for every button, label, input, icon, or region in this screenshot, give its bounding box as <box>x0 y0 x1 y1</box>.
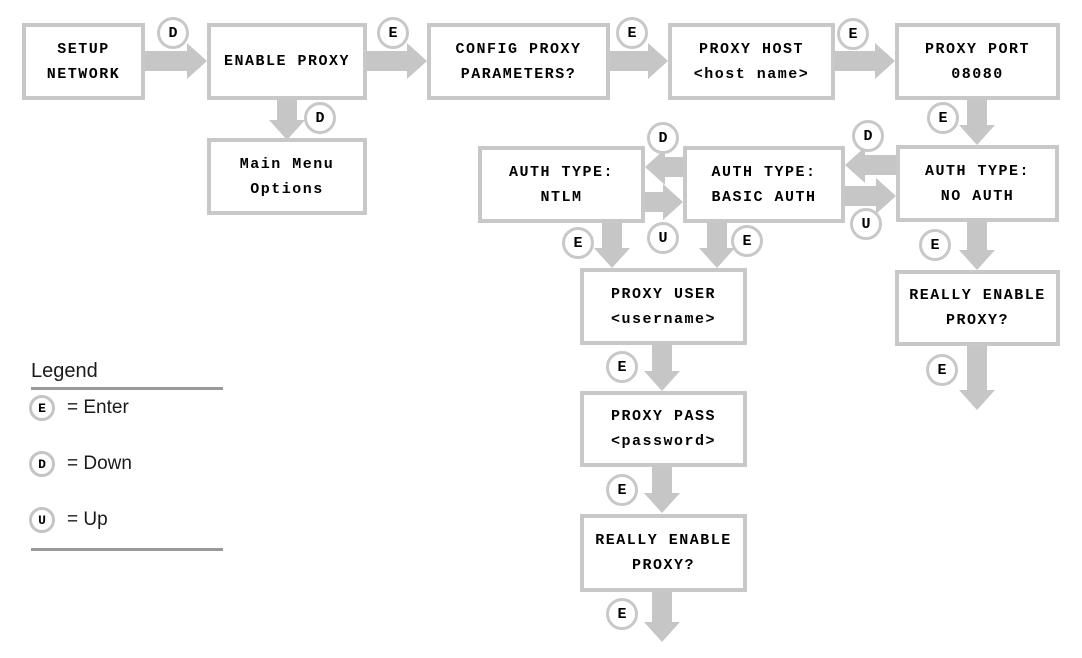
node-really-enable-proxy-right: REALLY ENABLE PROXY? <box>895 270 1060 346</box>
key-badge-e-port-to-no-auth: E <box>927 102 959 134</box>
legend-item-label: = Up <box>67 509 108 530</box>
enter-key-icon: E <box>29 395 55 421</box>
node-setup-network: SETUP NETWORK <box>22 23 145 100</box>
arrow-enable-to-main-menu <box>269 100 305 140</box>
node-proxy-host: PROXY HOST <host name> <box>668 23 835 100</box>
node-proxy-user: PROXY USER <username> <box>580 268 747 345</box>
key-badge-d-basic-to-ntlm: D <box>647 122 679 154</box>
node-proxy-pass: PROXY PASS <password> <box>580 391 747 467</box>
down-key-icon: D <box>29 451 55 477</box>
key-badge-d-no-auth-to-basic: D <box>852 120 884 152</box>
key-badge-d-setup-to-enable: D <box>157 17 189 49</box>
key-badge-u-ntlm-to-basic: U <box>647 222 679 254</box>
key-badge-e-basic-to-user: E <box>731 225 763 257</box>
arrow-basic-to-user <box>699 223 735 268</box>
key-badge-e-ntlm-to-user: E <box>562 227 594 259</box>
node-main-menu-options: Main Menu Options <box>207 138 367 215</box>
arrow-config-to-host <box>610 43 668 79</box>
key-badge-u-basic-to-no-auth: U <box>850 208 882 240</box>
key-badge-d-enable-to-main-menu: D <box>304 102 336 134</box>
arrow-pass-to-really <box>644 467 680 513</box>
key-badge-e-config-to-host: E <box>616 17 648 49</box>
arrow-ntlm-to-basic <box>645 184 683 220</box>
node-auth-type-basic: AUTH TYPE: BASIC AUTH <box>683 146 845 223</box>
legend-top-divider <box>31 387 223 390</box>
arrow-port-to-no-auth <box>959 100 995 145</box>
up-key-icon: U <box>29 507 55 533</box>
node-config-proxy-parameters: CONFIG PROXY PARAMETERS? <box>427 23 610 100</box>
legend-item-label: = Down <box>67 453 132 474</box>
legend-item-up: U = Up <box>29 507 108 533</box>
key-badge-e-pass-to-really: E <box>606 474 638 506</box>
arrow-ntlm-to-user <box>594 223 630 268</box>
legend-title: Legend <box>31 360 98 382</box>
arrow-basic-to-ntlm <box>645 149 683 185</box>
key-badge-e-host-to-port: E <box>837 18 869 50</box>
arrow-setup-to-enable <box>145 43 207 79</box>
node-auth-type-no-auth: AUTH TYPE: NO AUTH <box>896 145 1059 222</box>
arrow-really-center-exit <box>644 592 680 642</box>
arrow-enable-to-config <box>367 43 427 79</box>
node-proxy-port: PROXY PORT 08080 <box>895 23 1060 100</box>
key-badge-e-enable-to-config: E <box>377 17 409 49</box>
node-enable-proxy: ENABLE PROXY <box>207 23 367 100</box>
node-auth-type-ntlm: AUTH TYPE: NTLM <box>478 146 645 223</box>
legend-bottom-divider <box>31 548 223 551</box>
arrow-no-auth-to-basic <box>845 147 896 183</box>
key-badge-e-really-center-exit: E <box>606 598 638 630</box>
legend-item-label: = Enter <box>67 397 129 418</box>
key-badge-e-user-to-pass: E <box>606 351 638 383</box>
arrow-host-to-port <box>835 43 895 79</box>
legend-item-enter: E = Enter <box>29 395 129 421</box>
arrow-no-auth-to-really <box>959 222 995 270</box>
arrow-user-to-pass <box>644 345 680 391</box>
key-badge-e-no-auth-to-really: E <box>919 229 951 261</box>
arrow-really-right-exit <box>959 346 995 410</box>
legend-item-down: D = Down <box>29 451 132 477</box>
key-badge-e-really-right-exit: E <box>926 354 958 386</box>
arrow-basic-to-no-auth <box>845 178 896 214</box>
node-really-enable-proxy-center: REALLY ENABLE PROXY? <box>580 514 747 592</box>
